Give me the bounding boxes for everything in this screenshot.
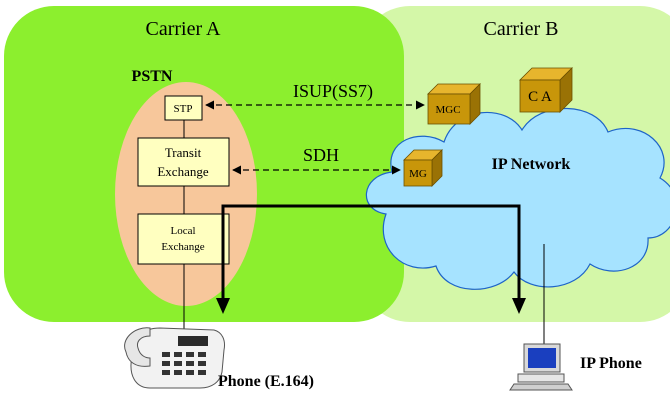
call-path-to-phone-arrowhead <box>216 298 230 314</box>
local-exchange-line2: Exchange <box>161 241 204 253</box>
mgc-label: MGC <box>435 104 460 116</box>
mg-label: MG <box>409 168 427 180</box>
phone-icon <box>124 327 225 389</box>
call-path-to-ip-phone-arrowhead <box>512 298 526 314</box>
mg-cube <box>403 149 443 187</box>
carrier-b-label: Carrier B <box>484 18 559 40</box>
carrier-a-label: Carrier A <box>146 18 222 40</box>
isup-link-label: ISUP(SS7) <box>293 81 373 102</box>
transit-exchange-box <box>137 137 230 187</box>
local-exchange-line1: Local <box>170 225 195 237</box>
ip-phone-icon <box>509 343 573 391</box>
pstn-label: PSTN <box>132 68 173 85</box>
sdh-link-label: SDH <box>303 145 339 165</box>
call-path-to-ip-phone <box>228 204 521 300</box>
ca-label: C A <box>528 89 552 105</box>
transit-exchange-line2: Exchange <box>157 164 208 179</box>
transit-exchange-line1: Transit <box>165 145 202 160</box>
phone-label: Phone (E.164) <box>218 373 314 390</box>
stp-label: STP <box>174 103 193 115</box>
ca-cube <box>519 67 573 113</box>
ip-phone-label: IP Phone <box>580 355 642 372</box>
mgc-cube <box>427 83 481 125</box>
stp-box <box>164 95 203 121</box>
ip-network-label: IP Network <box>492 156 571 173</box>
local-exchange-box <box>137 213 230 265</box>
